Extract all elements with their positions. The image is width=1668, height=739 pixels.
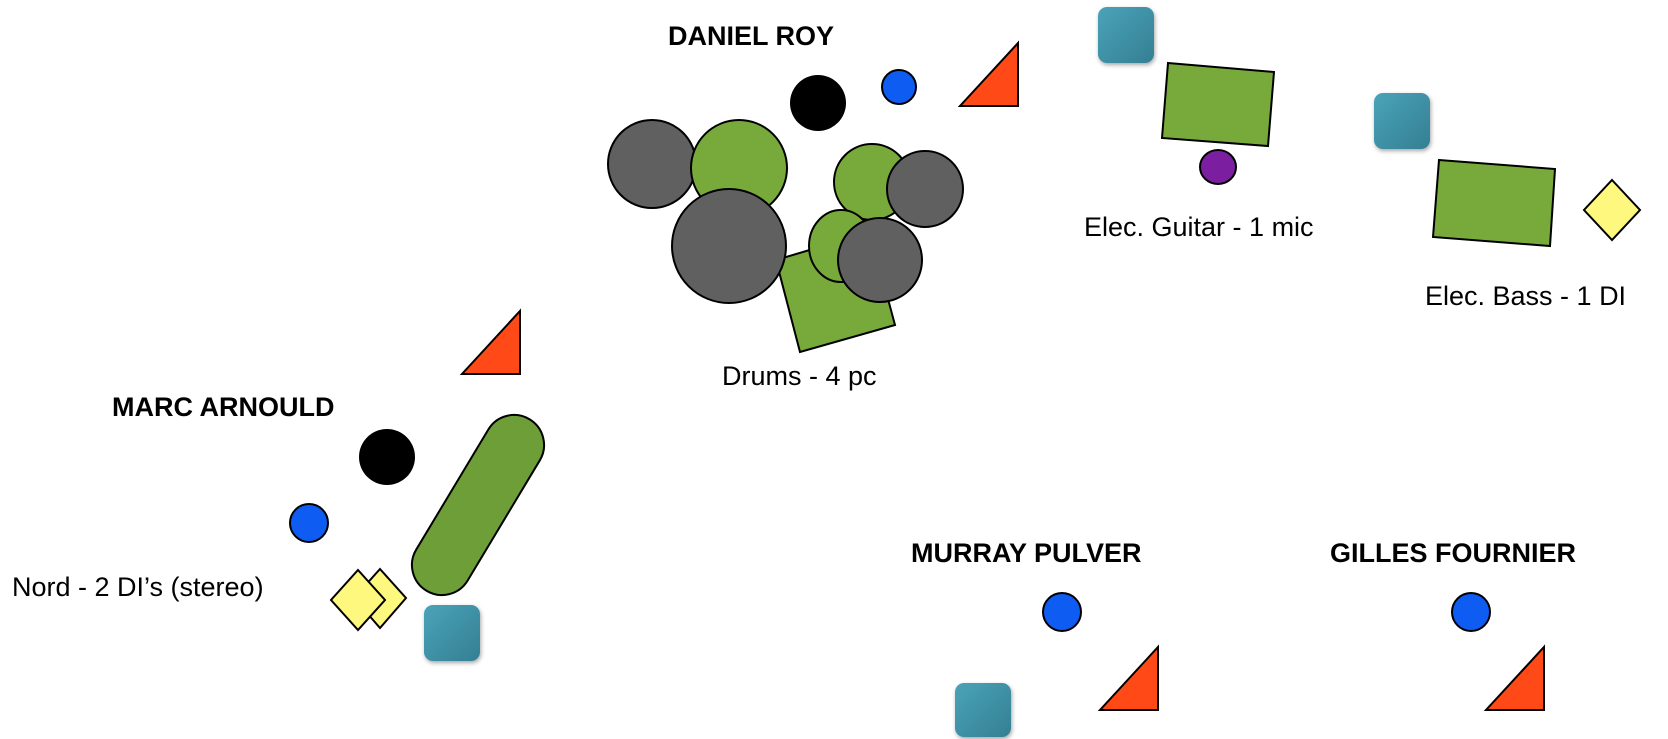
murray-power-drop: [955, 683, 1011, 737]
musician-name-murray-pulver: MURRAY PULVER: [911, 538, 1142, 568]
drums-label: Drums - 4 pc: [722, 361, 877, 391]
bass-label: Elec. Bass - 1 DI: [1425, 281, 1626, 311]
gilles-monitor-wedge: [1483, 644, 1545, 711]
keyboard-nord: [410, 413, 546, 597]
drum-cymbal-right: [886, 150, 964, 228]
bass-di-box: [1582, 178, 1642, 242]
nord-di-box-left: [329, 568, 387, 632]
keys-vocal-mic: [289, 503, 329, 543]
drummer-vocal-mic: [881, 69, 917, 105]
gilles-vocal-mic: [1451, 592, 1491, 632]
keys-monitor-wedge: [459, 308, 521, 375]
musician-name-gilles-fournier: GILLES FOURNIER: [1330, 538, 1576, 568]
musician-name-daniel-roy: DANIEL ROY: [668, 21, 834, 51]
nord-label: Nord - 2 DI’s (stereo): [12, 572, 264, 602]
musician-name-marc-arnould: MARC ARNOULD: [112, 392, 334, 422]
keys-power-drop: [424, 605, 480, 661]
drum-floor-tom: [607, 119, 697, 209]
bass-power-drop: [1374, 93, 1430, 149]
drum-kit: [607, 119, 964, 354]
drum-cymbal-lower: [837, 217, 923, 303]
keys-stool: [359, 429, 415, 485]
drummer-monitor-wedge: [957, 40, 1019, 107]
guitar-amp: [1160, 61, 1276, 148]
murray-vocal-mic: [1042, 592, 1082, 632]
guitar-amp-mic: [1199, 149, 1237, 185]
guitar-power-drop: [1098, 7, 1154, 63]
guitar-label: Elec. Guitar - 1 mic: [1084, 212, 1314, 242]
drummer-stool: [790, 75, 846, 131]
drum-cymbal-large: [671, 188, 787, 304]
murray-monitor-wedge: [1097, 644, 1159, 711]
bass-amp: [1431, 158, 1557, 248]
